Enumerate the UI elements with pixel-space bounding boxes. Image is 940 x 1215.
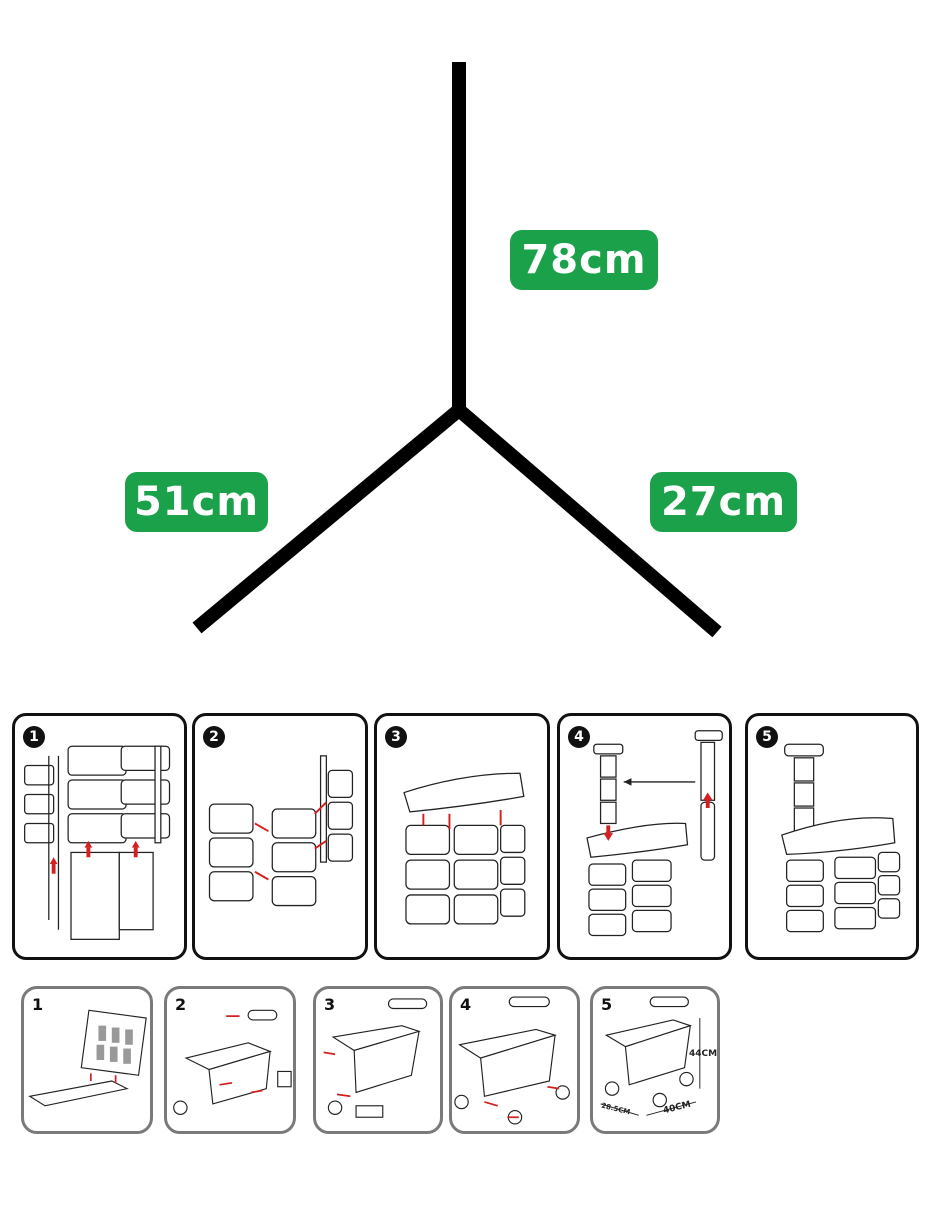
shelf-step-5-panel: 5 bbox=[745, 713, 919, 960]
shelf-step-2-panel: 2 bbox=[192, 713, 368, 960]
cart-step-2-panel: 2 bbox=[164, 986, 296, 1134]
shelf-step-2-illustration bbox=[208, 755, 354, 907]
length-badge: 51cm bbox=[125, 472, 268, 532]
shelf-step-1-illustration bbox=[24, 745, 171, 940]
shelf-step-3-panel: 3 bbox=[374, 713, 550, 960]
shelf-step-3-number: 3 bbox=[385, 726, 407, 748]
shelf-step-3-illustration bbox=[403, 772, 526, 925]
shelf-step-4-number: 4 bbox=[568, 726, 590, 748]
shelf-step-2-number: 2 bbox=[203, 726, 225, 748]
cart-step-1-illustration bbox=[28, 1009, 147, 1107]
cart-height-label: 44CM bbox=[689, 1049, 718, 1059]
shelf-step-1-number: 1 bbox=[23, 726, 45, 748]
dimension-axes bbox=[192, 62, 722, 638]
cart-step-2-illustration bbox=[173, 1009, 292, 1115]
cart-step-5-number: 5 bbox=[601, 995, 613, 1014]
cart-step-4-panel: 4 bbox=[449, 986, 580, 1134]
cart-step-4-illustration bbox=[454, 996, 570, 1125]
shelf-step-4-panel: 4 bbox=[557, 713, 732, 960]
cart-step-3-illustration bbox=[323, 998, 428, 1118]
cart-step-1-panel: 1 bbox=[21, 986, 153, 1134]
shelf-step-4-illustration bbox=[586, 730, 723, 937]
width-badge: 27cm bbox=[650, 472, 797, 532]
shelf-step-5-illustration bbox=[781, 743, 901, 933]
cart-step-5-illustration bbox=[600, 996, 701, 1116]
cart-step-5-panel: 5 44CM 40CM 28.5CM bbox=[590, 986, 720, 1134]
cart-step-3-number: 3 bbox=[324, 995, 336, 1014]
height-badge: 78cm bbox=[510, 230, 658, 290]
cart-step-2-number: 2 bbox=[175, 995, 187, 1014]
shelf-step-1-panel: 1 bbox=[12, 713, 187, 960]
cart-step-3-panel: 3 bbox=[313, 986, 443, 1134]
cart-step-1-number: 1 bbox=[32, 995, 44, 1014]
shelf-step-5-number: 5 bbox=[756, 726, 778, 748]
cart-step-4-number: 4 bbox=[460, 995, 472, 1014]
